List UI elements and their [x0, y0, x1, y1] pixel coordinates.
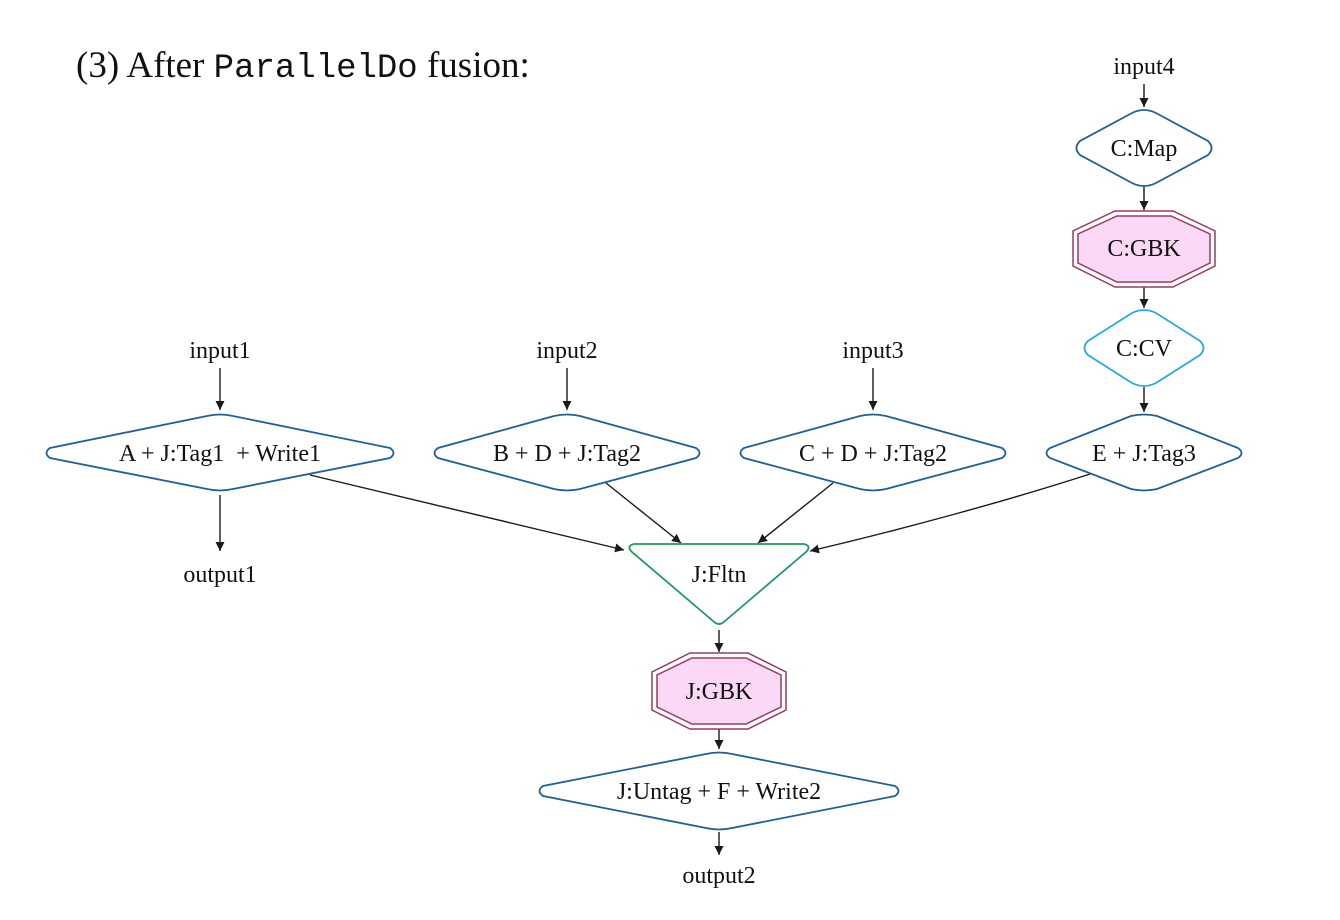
title-suffix: fusion:	[417, 45, 530, 86]
c-cv-label: C:CV	[1116, 336, 1173, 362]
j-fltn-shape	[628, 543, 810, 625]
edge-pardo-a-fltn	[309, 474, 625, 553]
j-gbk-inner-shape	[656, 657, 782, 725]
j-untag-label: J:Untag + F + Write2	[617, 779, 821, 805]
node-pardo-c: C + D + J:Tag2	[739, 413, 1007, 492]
output2-label: output2	[682, 863, 755, 889]
c-cv-shape	[1083, 309, 1205, 387]
node-j-untag: J:Untag + F + Write2	[538, 751, 900, 831]
input3-label: input3	[842, 338, 903, 364]
j-gbk-label: J:GBK	[686, 679, 753, 705]
pardo-c-shape	[739, 413, 1007, 492]
pardo-e-shape	[1045, 413, 1243, 492]
diagram-title: (3) After ParallelDo fusion:	[76, 44, 530, 90]
pardo-e-label: E + J:Tag3	[1092, 441, 1196, 467]
c-map-label: C:Map	[1111, 136, 1178, 162]
node-c-gbk: C:GBK	[1072, 210, 1216, 288]
c-map-shape	[1075, 109, 1213, 187]
pardo-a-label: A + J:Tag1 + Write1	[119, 441, 321, 467]
node-pardo-b: B + D + J:Tag2	[433, 413, 701, 492]
edge-pardo-c-fltn	[757, 482, 834, 544]
pardo-a-shape	[45, 413, 395, 492]
input2-label: input2	[536, 338, 597, 364]
input1-label: input1	[189, 338, 250, 364]
title-prefix: (3) After	[76, 45, 214, 86]
input4-label: input4	[1113, 54, 1174, 80]
c-gbk-label: C:GBK	[1107, 236, 1181, 262]
node-c-map: C:Map	[1075, 109, 1213, 187]
node-j-fltn: J:Fltn	[628, 543, 810, 625]
edge-pardo-b-fltn	[605, 482, 682, 544]
output1-label: output1	[183, 562, 256, 588]
edges	[215, 84, 1149, 855]
pardo-b-shape	[433, 413, 701, 492]
title-code: ParallelDo	[213, 50, 418, 88]
node-pardo-e: E + J:Tag3	[1045, 413, 1243, 492]
node-j-gbk: J:GBK	[651, 652, 787, 730]
c-gbk-inner-shape	[1077, 215, 1211, 283]
pardo-b-label: B + D + J:Tag2	[493, 441, 641, 467]
pardo-c-label: C + D + J:Tag2	[799, 441, 947, 467]
j-fltn-label: J:Fltn	[692, 562, 747, 588]
node-c-cv: C:CV	[1083, 309, 1205, 387]
j-untag-shape	[538, 751, 900, 831]
edge-pardo-e-fltn	[809, 473, 1091, 554]
node-pardo-a: A + J:Tag1 + Write1	[45, 413, 395, 492]
